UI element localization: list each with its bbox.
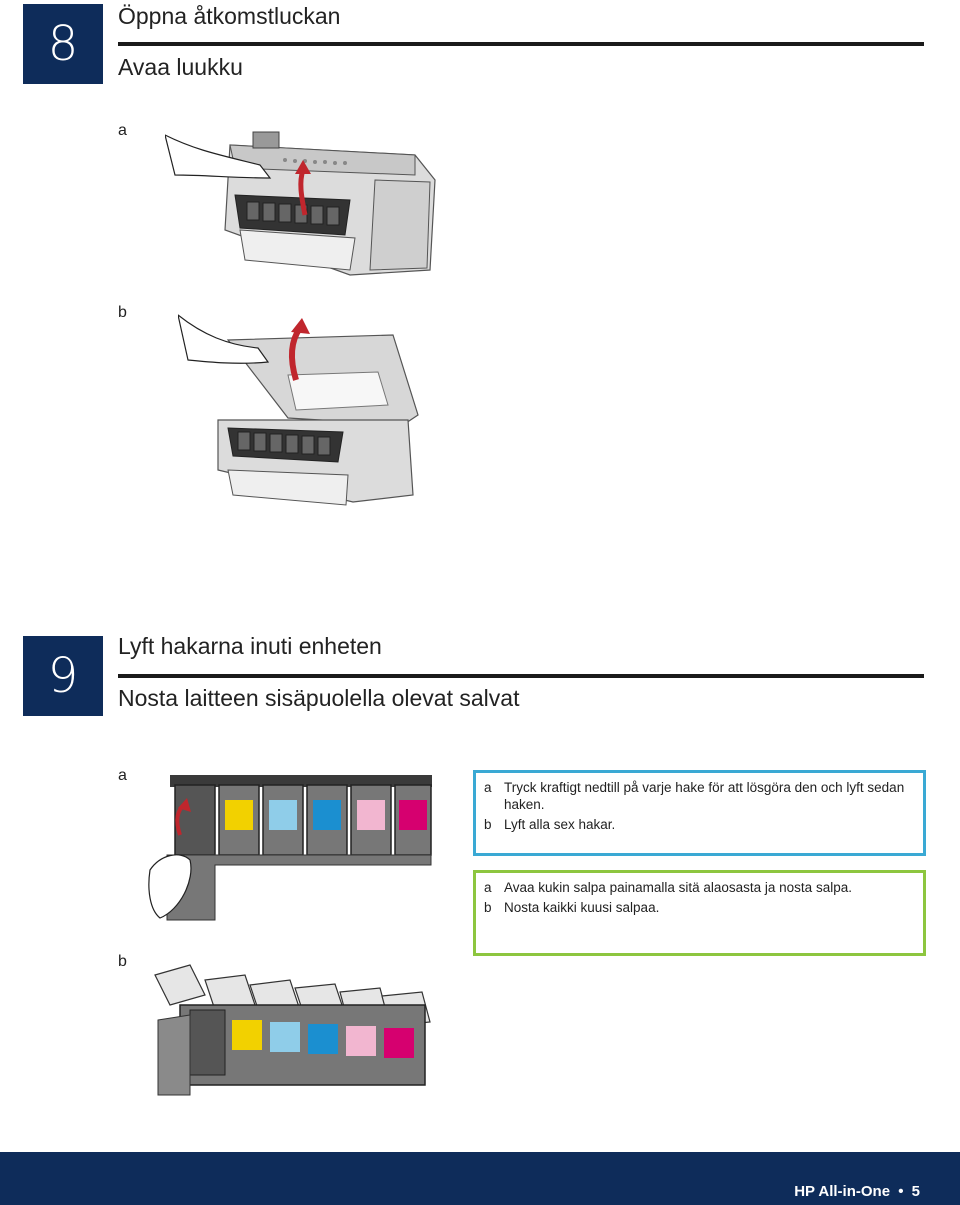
step-8-label-a: a bbox=[118, 122, 127, 139]
step-8-title-finnish: Avaa luukku bbox=[118, 54, 243, 80]
footer-brand: HP All-in-One bbox=[794, 1183, 891, 1200]
step-9-title-finnish: Nosta laitteen sisäpuolella olevat salva… bbox=[118, 685, 520, 711]
step-9-number: 9 bbox=[23, 636, 103, 716]
step-9-label-b: b bbox=[118, 953, 127, 970]
footer-bullet: • bbox=[898, 1183, 904, 1200]
latches-press-illustration bbox=[148, 775, 432, 921]
step-9-title-swedish: Lyft hakarna inuti enheten bbox=[118, 633, 382, 659]
step-8-title-swedish: Öppna åtkomstluckan bbox=[118, 3, 341, 29]
page-footer: HP All-in-One • 5 bbox=[0, 1152, 960, 1205]
step-8-number: 8 bbox=[23, 4, 103, 84]
step-8-label-b: b bbox=[118, 304, 127, 321]
footer-page-number: 5 bbox=[911, 1183, 920, 1200]
footer-label: HP All-in-One • 5 bbox=[794, 1183, 920, 1200]
latches-raised-illustration bbox=[154, 964, 431, 1096]
step-8-title-rule bbox=[118, 42, 924, 46]
step-9-label-a: a bbox=[118, 767, 127, 784]
step-9-title-rule bbox=[118, 674, 924, 678]
printer-open-door-illustration bbox=[165, 131, 436, 276]
printer-lifted-lid-illustration bbox=[178, 314, 419, 506]
